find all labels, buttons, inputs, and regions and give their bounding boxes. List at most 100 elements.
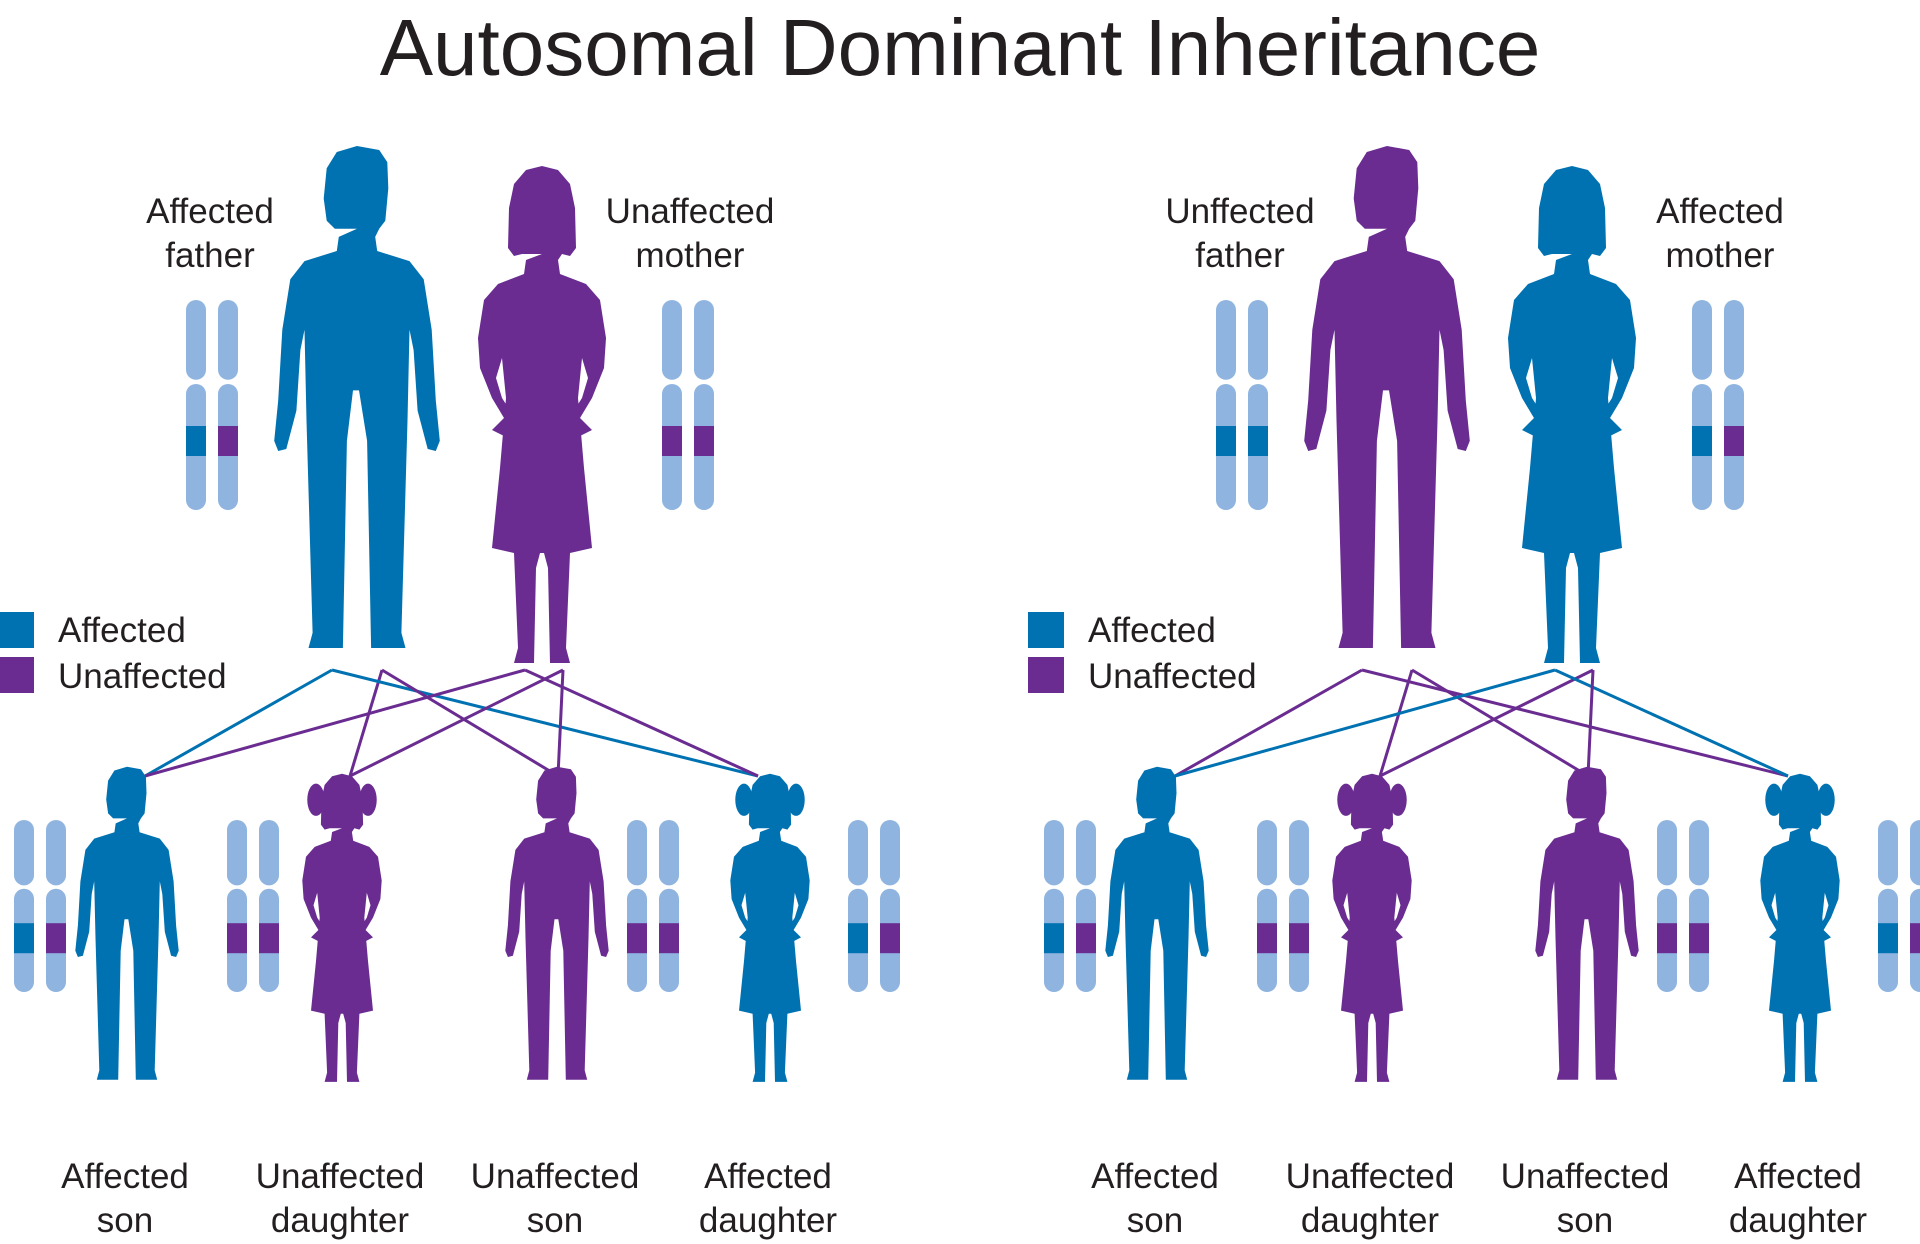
allele-band (46, 923, 66, 954)
allele-band (1248, 426, 1268, 456)
label-line-2: father (165, 236, 255, 275)
father-child-line (331, 668, 759, 778)
child-label: Affected son (1091, 1157, 1219, 1240)
child-label: Unaffected daughter (1286, 1157, 1455, 1240)
label-line-2: mother (1666, 236, 1775, 275)
allele-band (1044, 923, 1064, 954)
child-figure-son (75, 766, 179, 1080)
child-chromosomes (227, 820, 279, 992)
mother-figure (478, 166, 606, 663)
inheritance-lines (144, 668, 759, 778)
label-line-1: Unaffected (606, 192, 775, 231)
label-line-2: daughter (699, 1201, 838, 1240)
mother-figure (1508, 166, 1636, 663)
legend-affected-label: Affected (58, 611, 186, 650)
allele-band (186, 426, 206, 456)
label-line-1: Affected (1091, 1157, 1219, 1196)
father-figure (1304, 146, 1470, 648)
legend-swatch-unaffected (1028, 657, 1064, 693)
mother-chromosomes (1692, 300, 1744, 510)
father-label: Affected father (146, 192, 274, 275)
allele-band (659, 923, 679, 954)
child-figure-son (505, 766, 609, 1080)
child-chromosomes (1878, 820, 1920, 992)
allele-band (1910, 923, 1920, 954)
child-figure-daughter (302, 773, 382, 1082)
mother-label: Unaffected mother (606, 192, 775, 275)
label-line-1: Unaffected (1501, 1157, 1670, 1196)
label-line-2: mother (636, 236, 745, 275)
label-line-2: son (527, 1201, 583, 1240)
child-label: Unaffected son (1501, 1157, 1670, 1240)
legend-swatch-unaffected (0, 657, 34, 693)
label-line-1: Affected (61, 1157, 189, 1196)
label-line-2: daughter (1729, 1201, 1868, 1240)
mother-child-line (524, 668, 759, 778)
allele-band (848, 923, 868, 954)
child-label: Unaffected son (471, 1157, 640, 1240)
allele-band (1657, 923, 1677, 954)
child-figure-daughter (1760, 773, 1840, 1082)
label-line-2: daughter (1301, 1201, 1440, 1240)
mother-child-line (1554, 668, 1789, 778)
allele-band (259, 923, 279, 954)
child-figure-son (1105, 766, 1209, 1080)
father-child-line (144, 668, 333, 778)
label-line-1: Unaffected (256, 1157, 425, 1196)
allele-band (627, 923, 647, 954)
allele-band (1878, 923, 1898, 954)
allele-band (662, 426, 682, 456)
father-child-line (1411, 668, 1589, 778)
legend-unaffected-label: Unaffected (1088, 657, 1257, 696)
label-line-1: Affected (146, 192, 274, 231)
label-line-1: Affected (1734, 1157, 1862, 1196)
diagram-title: Autosomal Dominant Inheritance (379, 3, 1541, 92)
legend-affected-label: Affected (1088, 611, 1216, 650)
mother-child-line (144, 668, 526, 778)
allele-band (1724, 426, 1744, 456)
allele-band (1689, 923, 1709, 954)
label-line-2: father (1195, 236, 1285, 275)
father-child-line (1378, 669, 1414, 777)
father-chromosomes (1216, 300, 1268, 510)
mother-child-line (349, 668, 564, 778)
child-figure-son (1535, 766, 1639, 1080)
child-chromosomes (1044, 820, 1096, 992)
child-chromosomes (14, 820, 66, 992)
child-chromosomes (848, 820, 900, 992)
label-line-1: Affected (1656, 192, 1784, 231)
legend-swatch-affected (1028, 612, 1064, 648)
legend-swatch-affected (0, 612, 34, 648)
child-label: Affected daughter (1729, 1157, 1868, 1240)
mother-child-line (1586, 669, 1595, 777)
child-figure-daughter (1332, 773, 1412, 1082)
label-line-1: Unaffected (471, 1157, 640, 1196)
child-chromosomes (627, 820, 679, 992)
allele-band (880, 923, 900, 954)
father-child-line (1174, 668, 1363, 778)
allele-band (694, 426, 714, 456)
label-line-1: Unaffected (1286, 1157, 1455, 1196)
child-chromosomes (1657, 820, 1709, 992)
father-figure (274, 146, 440, 648)
father-child-line (381, 668, 559, 778)
allele-band (227, 923, 247, 954)
child-label: Affected son (61, 1157, 189, 1240)
label-line-2: son (1127, 1201, 1183, 1240)
father-child-line (348, 669, 384, 777)
mother-chromosomes (662, 300, 714, 510)
allele-band (1076, 923, 1096, 954)
mother-label: Affected mother (1656, 192, 1784, 275)
allele-band (1216, 426, 1236, 456)
label-line-2: son (97, 1201, 153, 1240)
label-line-2: son (1557, 1201, 1613, 1240)
child-figure-daughter (730, 773, 810, 1082)
allele-band (1289, 923, 1309, 954)
legend-unaffected-label: Unaffected (58, 657, 227, 696)
